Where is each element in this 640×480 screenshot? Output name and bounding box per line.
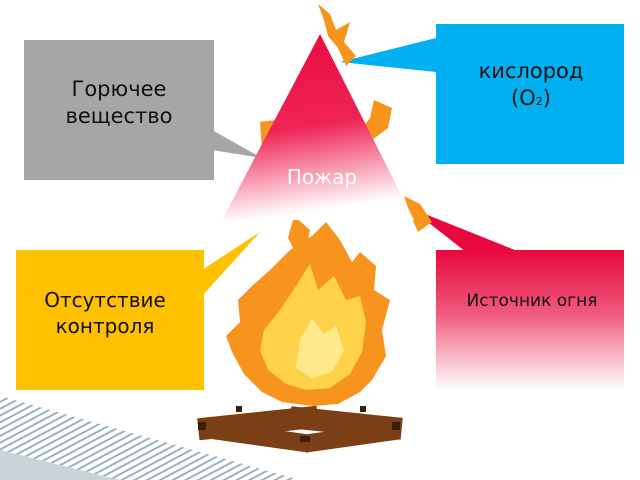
control-label-line1: Отсутствие [44,288,166,312]
ignition-callout [410,208,624,390]
oxygen-formula-subscript: 2 [535,95,543,109]
fuel-label-line2: вещество [65,104,173,129]
fuel-label-line1: Горючее [71,77,167,101]
fire-triangle-label: Пожар [286,165,358,189]
oxygen-formula-open: (O [511,86,536,111]
fuel-label: Горючее вещество [24,76,214,131]
oxygen-label: кислород (O2) [438,58,624,113]
oxygen-formula: (O2) [438,85,624,112]
fire-triangle [222,34,414,220]
striped-corner-icon [0,396,300,480]
fuel-callout [24,40,262,180]
control-label-line2: контроля [55,314,155,338]
oxygen-formula-close: ) [542,86,551,111]
ignition-label: Источник огня [466,291,598,311]
control-label: Отсутствие контроля [10,287,200,339]
oxygen-label-text: кислород [478,59,584,83]
oxygen-callout [340,24,624,164]
control-callout [16,232,260,390]
